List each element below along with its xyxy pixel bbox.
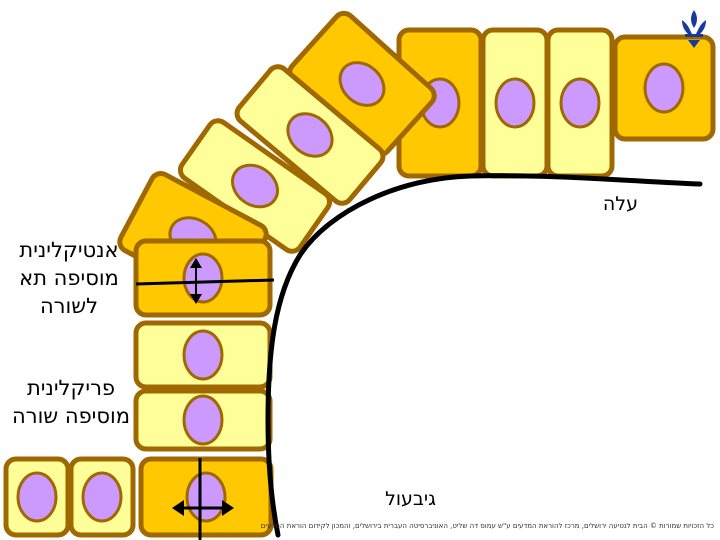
nucleus <box>184 331 222 379</box>
cell <box>71 459 133 535</box>
nucleus <box>496 79 534 127</box>
copyright-credit: כל הזכויות שמורות © הבית לנטיעה ירושלים,… <box>261 522 714 530</box>
emblem-base <box>685 34 703 37</box>
emblem-leaf <box>682 20 692 34</box>
surface-outline <box>268 176 700 535</box>
cell <box>6 459 68 535</box>
nucleus <box>184 254 222 302</box>
cell <box>615 37 713 139</box>
cell <box>141 459 271 535</box>
nucleus <box>561 79 599 127</box>
emblem-leaf <box>696 20 706 34</box>
nucleus <box>83 473 121 521</box>
cell <box>483 30 547 176</box>
cell <box>136 241 270 315</box>
cell <box>136 391 270 449</box>
nucleus <box>184 396 222 444</box>
emblem-leaf <box>691 10 697 28</box>
anticlinal-label: אנטיקלינית מוסיפה תא לשורה <box>8 236 130 320</box>
nucleus <box>645 64 683 112</box>
cell <box>548 30 612 176</box>
cell <box>136 323 270 387</box>
leaf-label: עלה <box>603 193 638 215</box>
periclinal-label: פריקלינית מוסיפה שורה <box>6 374 136 430</box>
stem-label: גיבעול <box>385 488 436 510</box>
nucleus <box>187 473 225 521</box>
nucleus <box>18 473 56 521</box>
